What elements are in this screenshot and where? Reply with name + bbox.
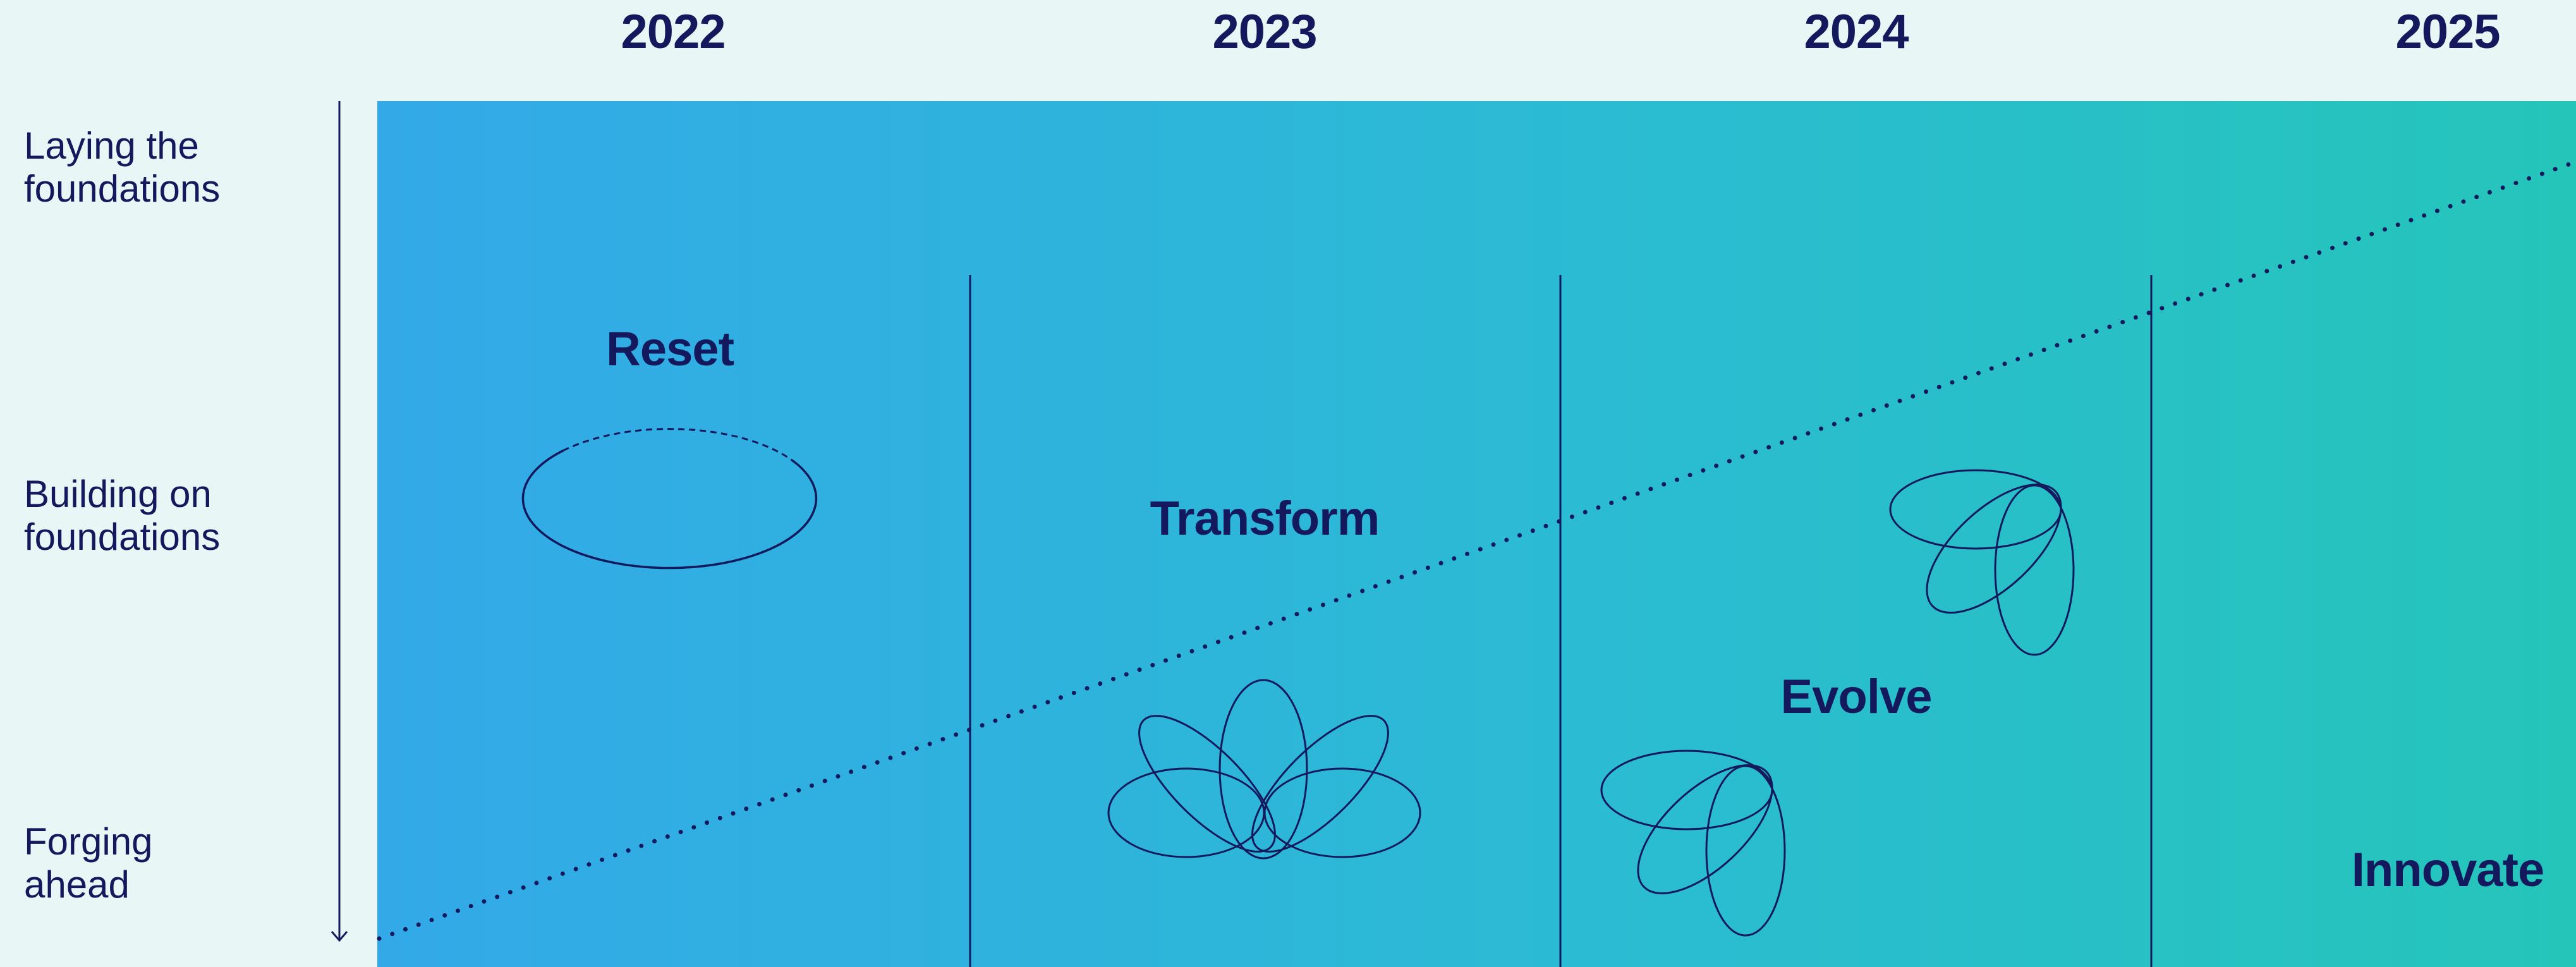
row-label-line: foundations [24,516,221,558]
timeline-stage [377,101,2576,967]
phase-label-transform: Transform [1150,492,1380,545]
row-label-building-foundations: Building on foundations [24,473,220,559]
row-label-line: ahead [24,863,130,906]
phase-label-evolve: Evolve [1780,670,1932,724]
progress-diagonal-line [377,159,2576,941]
row-label-line: Forging [24,820,153,863]
transform-flower-icon [1107,679,1421,860]
year-2025: 2025 [2395,5,2500,59]
row-label-forging-ahead: Forging ahead [24,820,152,906]
down-arrow-icon [331,101,348,942]
year-2023: 2023 [1212,5,1317,59]
reset-ellipse-icon [521,428,818,569]
row-label-line: Laying the [24,125,199,167]
phase-label-innovate: Innovate [2351,843,2545,897]
evolve-cluster-icon [1600,750,1786,937]
row-label-laying-foundations: Laying the foundations [24,125,220,210]
evolve-upper-cluster-icon [1889,469,2075,656]
row-label-line: foundations [24,167,221,210]
year-2022: 2022 [621,5,726,59]
phase-label-reset: Reset [606,322,734,376]
row-label-line: Building on [24,473,212,515]
year-2024: 2024 [1804,5,1909,59]
